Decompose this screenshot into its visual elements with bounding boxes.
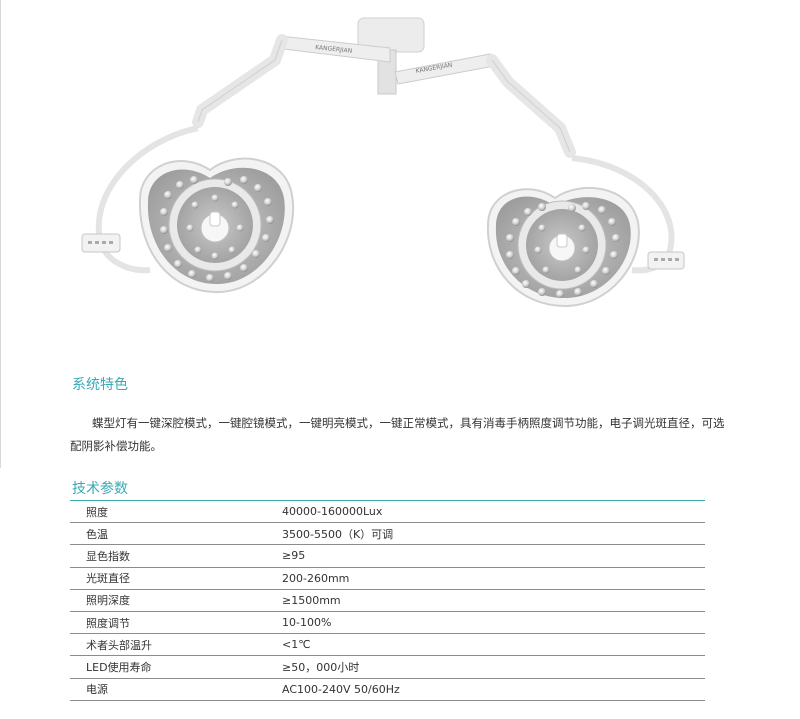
spec-name: 电源	[70, 678, 266, 701]
spec-value: ≥50，000小时	[266, 655, 705, 679]
spec-name: 术者头部温升	[70, 633, 266, 657]
surgical-lamp-illustration: KANGERJIAN KANGERJIAN	[81, 17, 685, 308]
spec-name: 显色指数	[70, 544, 266, 568]
spec-value: AC100-240V 50/60Hz	[266, 678, 705, 701]
table-row: LED使用寿命≥50，000小时	[70, 655, 705, 679]
spec-value: <1℃	[266, 633, 705, 657]
table-row: 术者头部温升<1℃	[70, 633, 705, 657]
specs-title: 技术参数	[72, 481, 128, 497]
spec-value: ≥1500mm	[266, 589, 705, 612]
table-row: 照明深度≥1500mm	[70, 589, 705, 612]
right-control-panel	[647, 251, 685, 270]
spec-name: LED使用寿命	[70, 655, 266, 679]
spec-value: 200-260mm	[266, 567, 705, 590]
spec-value: 40000-160000Lux	[266, 500, 705, 524]
left-control-panel	[81, 233, 121, 253]
spec-value: ≥95	[266, 544, 705, 568]
features-title: 系统特色	[72, 377, 128, 393]
left-border-rule	[0, 0, 1, 468]
right-lamp-head	[486, 186, 685, 308]
spec-name: 照明深度	[70, 589, 266, 612]
spec-name: 照度调节	[70, 611, 266, 635]
spec-name: 光斑直径	[70, 567, 266, 590]
spec-name: 照度	[70, 500, 266, 524]
features-description: 蝶型灯有一键深腔模式，一键腔镜模式，一键明亮模式，一键正常模式，具有消毒手柄照度…	[70, 416, 725, 453]
spec-name: 色温	[70, 522, 266, 546]
left-lamp-head	[81, 157, 295, 294]
table-row: 显色指数≥95	[70, 544, 705, 568]
spec-value: 10-100%	[266, 611, 705, 635]
brand-mark-left: KANGERJIAN	[315, 44, 353, 55]
spec-value: 3500-5500（K）可调	[266, 522, 705, 546]
